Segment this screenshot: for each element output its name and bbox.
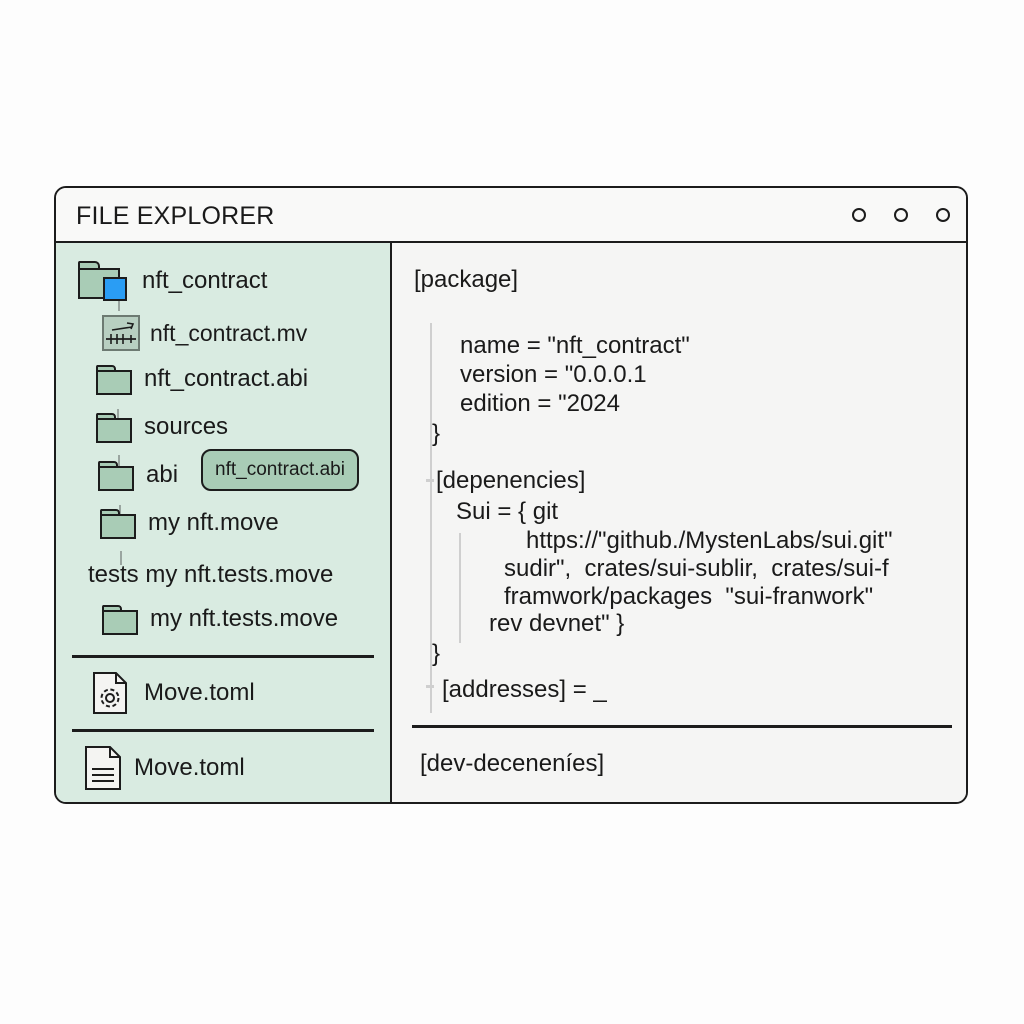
- folder-icon: [96, 413, 132, 443]
- abi-file-badge[interactable]: nft_contract.abi: [201, 449, 359, 491]
- code-line: [package]: [414, 266, 519, 293]
- code-line: [dev-deceneníes]: [420, 750, 605, 777]
- tree-item-label: nft_contract: [142, 267, 268, 294]
- tree-item-label: my nft.move: [148, 509, 279, 536]
- tree-item-move-toml[interactable]: Move.toml: [84, 745, 245, 791]
- tree-item-label: abi: [146, 461, 179, 488]
- code-line: edition = "2024: [460, 390, 620, 417]
- window-title: FILE EXPLORER: [76, 202, 275, 230]
- sidebar-divider: [72, 655, 374, 658]
- tree-item-sources[interactable]: sources: [96, 413, 229, 443]
- code-line: [depenencies]: [436, 467, 586, 494]
- tree-item-label: Move.toml: [134, 754, 245, 781]
- tree-item-my-nft-move[interactable]: my nft.move: [100, 509, 279, 539]
- window-controls: [852, 208, 950, 222]
- code-line: }: [432, 420, 441, 447]
- code-line: version = "0.0.0.1: [460, 361, 647, 388]
- binary-file-icon: [102, 315, 140, 351]
- indent-guide: [459, 533, 461, 643]
- sidebar-divider: [72, 729, 374, 732]
- file-tree-sidebar: nft_contract nft_contract.mv nft_contrac: [56, 243, 392, 802]
- tree-item-abi[interactable]: abi: [98, 461, 179, 491]
- code-line: sudir", crates/sui-sublir, crates/sui-f: [504, 555, 889, 582]
- tree-item-label: my nft.tests.move: [150, 605, 339, 632]
- tree-item-tests[interactable]: tests my nft.tests.move: [88, 561, 333, 589]
- tree-connector: [118, 299, 120, 311]
- tree-connector: [120, 551, 122, 565]
- gear-file-icon: [92, 671, 128, 715]
- window-control-3[interactable]: [936, 208, 950, 222]
- folder-icon: [98, 461, 134, 491]
- tree-item-nft-contract-abi[interactable]: nft_contract.abi: [96, 365, 309, 395]
- folder-icon: [100, 509, 136, 539]
- code-editor[interactable]: [package] name = "nft_contract" version …: [392, 243, 966, 802]
- tree-connector: [119, 505, 121, 519]
- window-control-2[interactable]: [894, 208, 908, 222]
- code-line: framwork/packages "sui-franwork": [504, 583, 874, 610]
- fold-marker: [426, 685, 434, 688]
- tree-item-label: sources: [144, 413, 229, 440]
- tree-item-label: nft_contract.mv: [150, 319, 308, 346]
- tree-item-label: tests my nft.tests.move: [88, 561, 334, 588]
- tree-connector: [117, 409, 119, 421]
- code-line: [addresses] = _: [442, 676, 607, 703]
- folder-with-blue-square-icon: [78, 261, 128, 301]
- tree-connector: [118, 455, 120, 469]
- code-line: rev devnet" }: [489, 610, 625, 637]
- fold-marker: [426, 479, 434, 482]
- tree-item-my-nft-tests-move[interactable]: my nft.tests.move: [102, 605, 339, 635]
- tree-item-label: Move.toml: [144, 679, 255, 706]
- tree-item-nft-contract[interactable]: nft_contract: [78, 261, 267, 301]
- tree-item-label: nft_contract.abi: [144, 365, 309, 392]
- text-file-icon: [84, 745, 122, 791]
- indent-guide: [430, 323, 432, 713]
- folder-icon: [102, 605, 138, 635]
- code-line: https://"github./MystenLabs/sui.git": [526, 527, 893, 554]
- tree-item-move-toml-config[interactable]: Move.toml: [92, 671, 255, 715]
- folder-icon: [96, 365, 132, 395]
- editor-divider: [412, 725, 952, 728]
- code-line: }: [432, 640, 441, 667]
- code-line: Sui = { git: [456, 498, 559, 525]
- tree-item-nft-contract-mv[interactable]: nft_contract.mv: [102, 315, 307, 351]
- window-control-1[interactable]: [852, 208, 866, 222]
- code-line: name = "nft_contract": [460, 332, 690, 359]
- file-explorer-window: FILE EXPLORER nft_contract: [54, 186, 968, 804]
- title-bar: FILE EXPLORER: [56, 188, 966, 243]
